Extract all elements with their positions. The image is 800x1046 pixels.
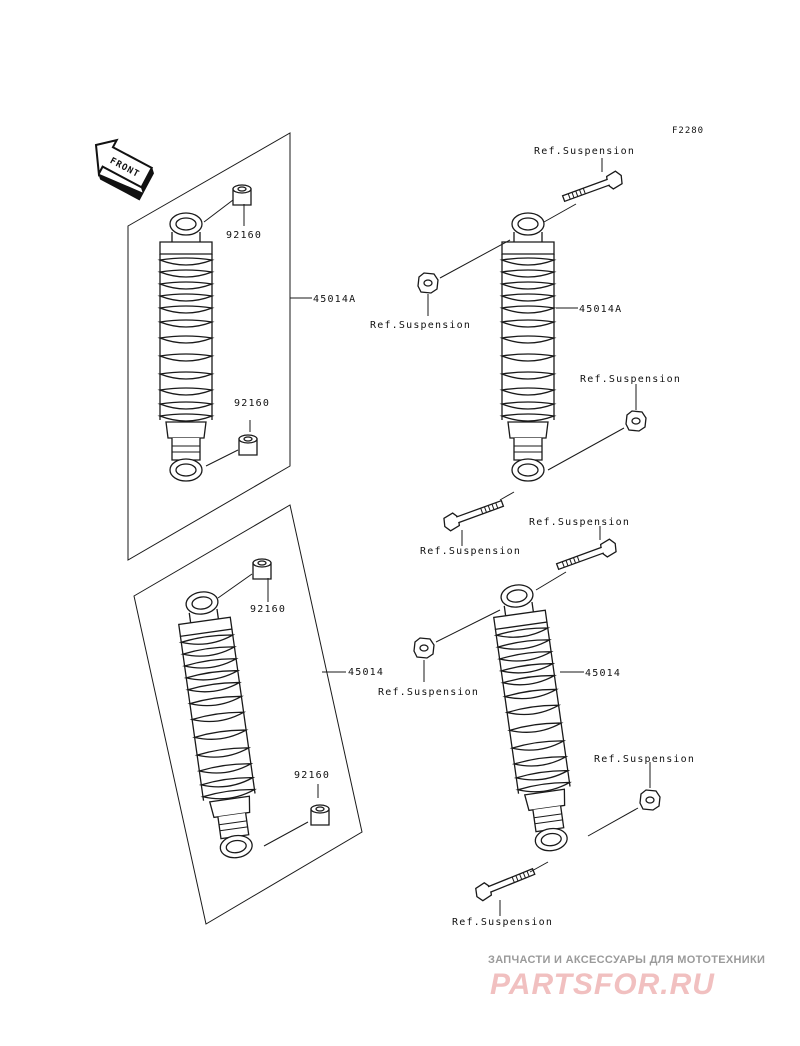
watermark-tagline: ЗАПЧАСТИ И АКСЕССУАРЫ ДЛЯ МОТОТЕХНИКИ bbox=[488, 954, 765, 966]
label-92160: 92160 bbox=[234, 398, 270, 409]
label-45014: 45014 bbox=[585, 668, 621, 679]
shock-absorber-45014a bbox=[502, 213, 554, 481]
label-92160: 92160 bbox=[250, 604, 286, 615]
label-ref-suspension: Ref.Suspension bbox=[378, 687, 479, 698]
bolt bbox=[560, 169, 626, 207]
group-45014a-right: Ref.Suspension Ref.Suspension 45014A Ref… bbox=[370, 146, 681, 557]
diagram-code: F2280 bbox=[672, 126, 704, 136]
nut bbox=[413, 637, 435, 659]
watermark: ЗАПЧАСТИ И АКСЕССУАРЫ ДЛЯ МОТОТЕХНИКИ PA… bbox=[488, 954, 765, 1001]
bushing-92160 bbox=[232, 184, 252, 206]
front-arrow-icon: FRONT bbox=[94, 138, 154, 201]
bushing-92160 bbox=[310, 804, 330, 826]
group-45014-right: Ref.Suspension Ref.Suspension 45014 Ref.… bbox=[378, 517, 695, 928]
bushing-92160 bbox=[238, 434, 258, 456]
shock-absorber-45014 bbox=[490, 581, 579, 854]
bushing-92160 bbox=[252, 558, 272, 580]
label-ref-suspension: Ref.Suspension bbox=[580, 374, 681, 385]
nut bbox=[417, 272, 439, 294]
group-frame bbox=[127, 132, 291, 561]
shock-absorber-45014 bbox=[175, 588, 264, 861]
label-ref-suspension: Ref.Suspension bbox=[370, 320, 471, 331]
label-45014: 45014 bbox=[348, 667, 384, 678]
label-ref-suspension: Ref.Suspension bbox=[452, 917, 553, 928]
bolt bbox=[440, 495, 506, 533]
group-45014-left: 92160 92160 45014 bbox=[133, 504, 384, 925]
group-45014a-left: 92160 92160 45014A bbox=[127, 132, 356, 561]
label-ref-suspension: Ref.Suspension bbox=[534, 146, 635, 157]
label-92160: 92160 bbox=[294, 770, 330, 781]
nut bbox=[639, 789, 661, 811]
label-45014a: 45014A bbox=[579, 304, 622, 315]
watermark-brand: PARTSFOR.RU bbox=[490, 968, 715, 1001]
bolt bbox=[472, 863, 538, 903]
label-92160: 92160 bbox=[226, 230, 262, 241]
group-frame bbox=[133, 504, 363, 925]
label-ref-suspension: Ref.Suspension bbox=[594, 754, 695, 765]
label-ref-suspension: Ref.Suspension bbox=[420, 546, 521, 557]
label-45014a: 45014A bbox=[313, 294, 356, 305]
bolt bbox=[554, 537, 620, 575]
nut bbox=[625, 410, 647, 432]
label-ref-suspension: Ref.Suspension bbox=[529, 517, 630, 528]
shock-absorber-45014a bbox=[160, 213, 212, 481]
